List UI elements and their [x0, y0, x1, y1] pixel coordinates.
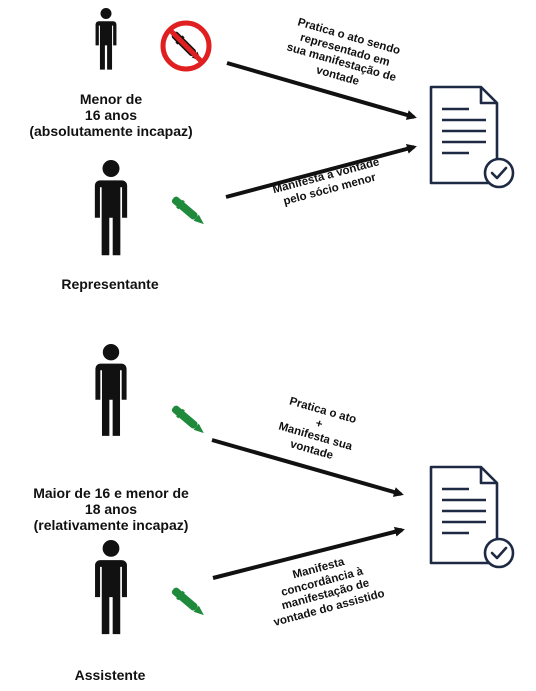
minor2-label-line1: Maior de 16 e menor de: [33, 485, 189, 501]
assistant-label: Assistente: [74, 667, 146, 683]
arrow-minor-to-doc: [226, 61, 417, 120]
arrow-assistant-to-doc: [212, 526, 405, 580]
minor-person-icon-2: [95, 344, 127, 436]
assistant-person-icon: [95, 540, 127, 635]
minor-label-line1: Menor de: [79, 91, 143, 107]
minor-label-line3: (absolutamente incapaz): [29, 123, 193, 139]
minor2-label-line3: (relativamente incapaz): [33, 517, 189, 533]
signed-document-icon: [429, 85, 515, 189]
pen-icon-2: [169, 403, 208, 437]
signed-document-icon-2: [429, 465, 515, 569]
representative-person-icon: [94, 160, 128, 256]
pen-icon-3: [169, 585, 208, 619]
minor2-label: Maior de 16 e menor de 18 anos (relativa…: [6, 485, 216, 533]
minor-label: Menor de 16 anos (absolutamente incapaz): [16, 91, 206, 139]
minor-label-line2: 16 anos: [84, 107, 138, 123]
arrow-minor2-to-doc: [211, 438, 404, 497]
prohibited-pen-icon: [160, 20, 212, 72]
minor2-label-line2: 18 anos: [84, 501, 138, 517]
minor-person-icon: [95, 8, 117, 70]
arrow-representative-to-doc: [225, 143, 417, 199]
pen-icon: [169, 194, 208, 228]
representative-label: Representante: [61, 276, 159, 292]
